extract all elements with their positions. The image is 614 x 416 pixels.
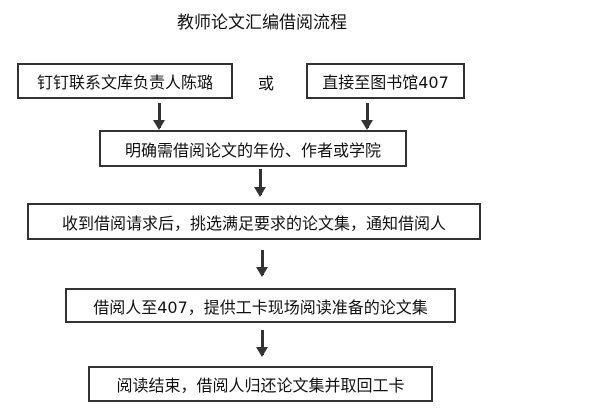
step-return: 阅读结束，借阅人归还论文集并取回工卡 <box>88 366 433 402</box>
step-read-onsite: 借阅人至407，提供工卡现场阅读准备的论文集 <box>65 288 456 323</box>
step-prepare: 收到借阅请求后，挑选满足要求的论文集，通知借阅人 <box>27 203 481 240</box>
or-label: 或 <box>258 74 275 93</box>
step-go-direct: 直接至图书馆407 <box>306 63 465 99</box>
diagram-title: 教师论文汇编借阅流程 <box>177 13 347 33</box>
arrow-down-icon <box>256 250 268 277</box>
arrow-down-icon <box>254 169 266 197</box>
arrow-down-icon <box>153 103 165 130</box>
arrow-down-icon <box>256 330 268 357</box>
step-specify: 明确需借阅论文的年份、作者或学院 <box>99 130 407 167</box>
arrow-down-icon <box>361 103 373 130</box>
step-contact-dingtalk: 钉钉联系文库负责人陈璐 <box>17 63 233 99</box>
